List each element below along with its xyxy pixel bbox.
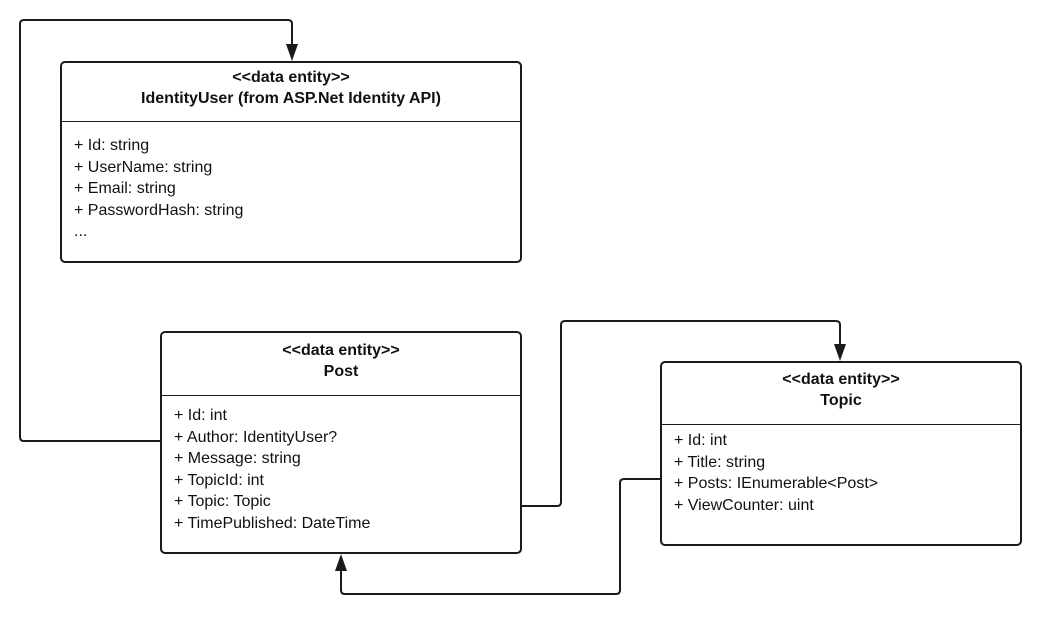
attribute: + Id: int	[674, 432, 727, 449]
entity-name: IdentityUser (from ASP.Net Identity API)	[141, 90, 441, 107]
entity-stereotype: <<data entity>>	[782, 371, 900, 388]
attribute: + Email: string	[74, 180, 176, 198]
arrowhead-post	[335, 554, 347, 571]
entity-header: <<data entity>> Topic	[662, 363, 1020, 425]
entity-identityuser: <<data entity>> IdentityUser (from ASP.N…	[60, 61, 522, 263]
connector-post-author-to-identityuser	[19, 19, 293, 442]
attribute: + TopicId: int	[174, 471, 264, 489]
arrowhead-topic	[834, 344, 846, 361]
entity-header: <<data entity>> IdentityUser (from ASP.N…	[62, 63, 520, 122]
arrowhead-identityuser	[286, 44, 298, 61]
entity-topic: <<data entity>> Topic + Id: int + Title:…	[660, 361, 1022, 546]
attribute: ...	[74, 223, 88, 241]
entity-stereotype: <<data entity>>	[282, 342, 400, 359]
attribute: + Title: string	[674, 453, 766, 471]
attribute: + Message: string	[174, 450, 301, 468]
entity-post: <<data entity>> Post + Id: int + Author:…	[160, 331, 522, 554]
attribute: + PasswordHash: string	[74, 201, 244, 219]
entity-name: Topic	[820, 392, 862, 409]
entity-attributes: + Id: string + UserName: string + Email:…	[62, 122, 520, 243]
attribute: + TimePublished: DateTime	[174, 514, 371, 532]
attribute: + Id: int	[174, 407, 227, 424]
entity-stereotype: <<data entity>>	[232, 69, 350, 86]
entity-attributes: + Id: int + Author: IdentityUser? + Mess…	[162, 396, 520, 535]
connector-post-to-topic	[522, 320, 841, 507]
attribute: + UserName: string	[74, 158, 213, 176]
attribute: + ViewCounter: uint	[674, 496, 814, 514]
entity-name: Post	[323, 363, 359, 380]
attribute: + Author: IdentityUser?	[174, 428, 338, 446]
entity-attributes: + Id: int + Title: string + Posts: IEnum…	[662, 425, 1020, 516]
connector-topic-posts-to-post	[340, 478, 660, 595]
attribute: + Topic: Topic	[174, 493, 271, 511]
attribute: + Id: string	[74, 137, 150, 154]
attribute: + Posts: IEnumerable<Post>	[674, 475, 879, 493]
entity-header: <<data entity>> Post	[162, 333, 520, 396]
